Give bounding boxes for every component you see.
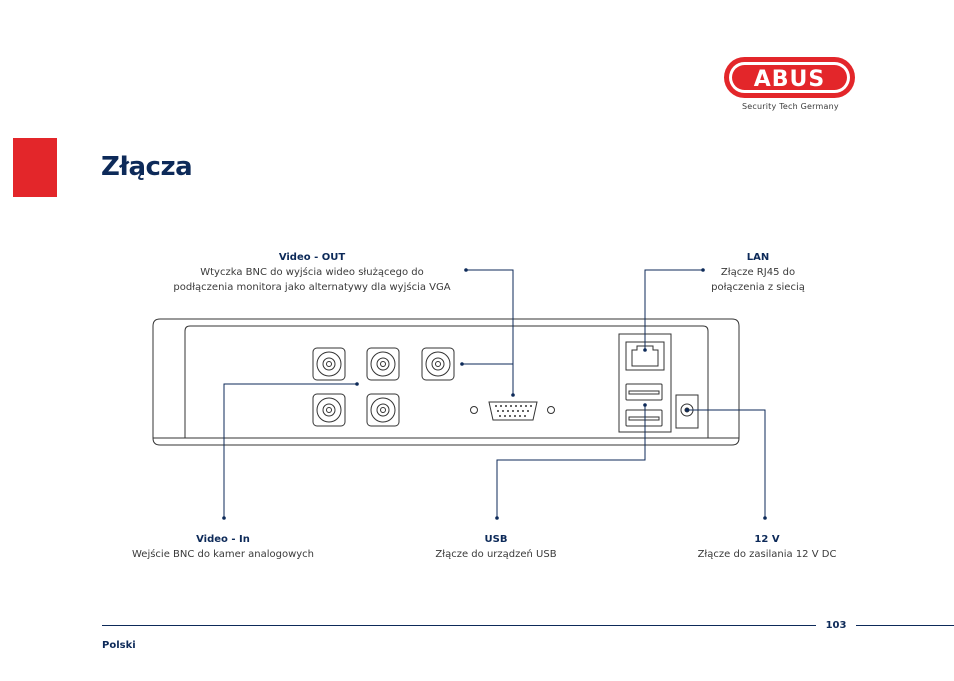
brand-tagline: Security Tech Germany bbox=[742, 102, 839, 111]
vga-port bbox=[470, 401, 555, 421]
bnc-connectors bbox=[312, 347, 455, 427]
page-title: Złącza bbox=[101, 152, 193, 182]
label-video-in: Video - In Wejście BNC do kamer analogow… bbox=[112, 532, 334, 562]
callout-lines bbox=[223, 269, 766, 518]
usb-port-1 bbox=[625, 383, 663, 401]
bnc-video-in-4 bbox=[366, 393, 400, 427]
label-lan-desc-2: połączenia z siecią bbox=[711, 282, 805, 293]
label-12v-heading: 12 V bbox=[754, 534, 780, 545]
footer-rule-right bbox=[856, 625, 954, 626]
label-lan-heading: LAN bbox=[746, 252, 770, 263]
logo-wordmark: ABUS bbox=[754, 67, 826, 92]
bnc-video-in-3 bbox=[312, 393, 346, 427]
label-lan: LAN Złącze RJ45 do połączenia z siecią bbox=[688, 250, 828, 295]
label-video-out: Video - OUT Wtyczka BNC do wyjścia wideo… bbox=[150, 250, 474, 295]
label-video-out-desc-2: podłączenia monitora jako alternatywy dl… bbox=[173, 282, 451, 293]
footer-language: Polski bbox=[102, 640, 136, 651]
label-video-out-heading: Video - OUT bbox=[278, 252, 346, 263]
usb-port-2 bbox=[625, 409, 663, 427]
callout-dots bbox=[222, 268, 767, 520]
abus-logo: ABUS bbox=[724, 57, 855, 98]
label-video-in-desc: Wejście BNC do kamer analogowych bbox=[131, 549, 314, 560]
label-video-in-heading: Video - In bbox=[196, 534, 250, 545]
label-usb-heading: USB bbox=[484, 534, 508, 545]
label-video-out-desc-1: Wtyczka BNC do wyjścia wideo służącego d… bbox=[200, 267, 424, 278]
rj45-port bbox=[625, 341, 665, 371]
port-block bbox=[618, 333, 699, 433]
section-marker bbox=[13, 138, 57, 197]
label-usb-desc: Złącze do urządzeń USB bbox=[435, 549, 557, 560]
bnc-video-in-1 bbox=[312, 347, 346, 381]
label-lan-desc-1: Złącze RJ45 do bbox=[720, 267, 796, 278]
footer-rule-left bbox=[102, 625, 816, 626]
label-12v-desc: Złącze do zasilania 12 V DC bbox=[697, 549, 837, 560]
dvr-rear-panel bbox=[152, 318, 740, 446]
bnc-video-in-2 bbox=[366, 347, 400, 381]
label-12v: 12 V Złącze do zasilania 12 V DC bbox=[680, 532, 854, 562]
page-number: 103 bbox=[825, 620, 847, 631]
bnc-video-out bbox=[421, 347, 455, 381]
label-usb: USB Złącze do urządzeń USB bbox=[406, 532, 586, 562]
